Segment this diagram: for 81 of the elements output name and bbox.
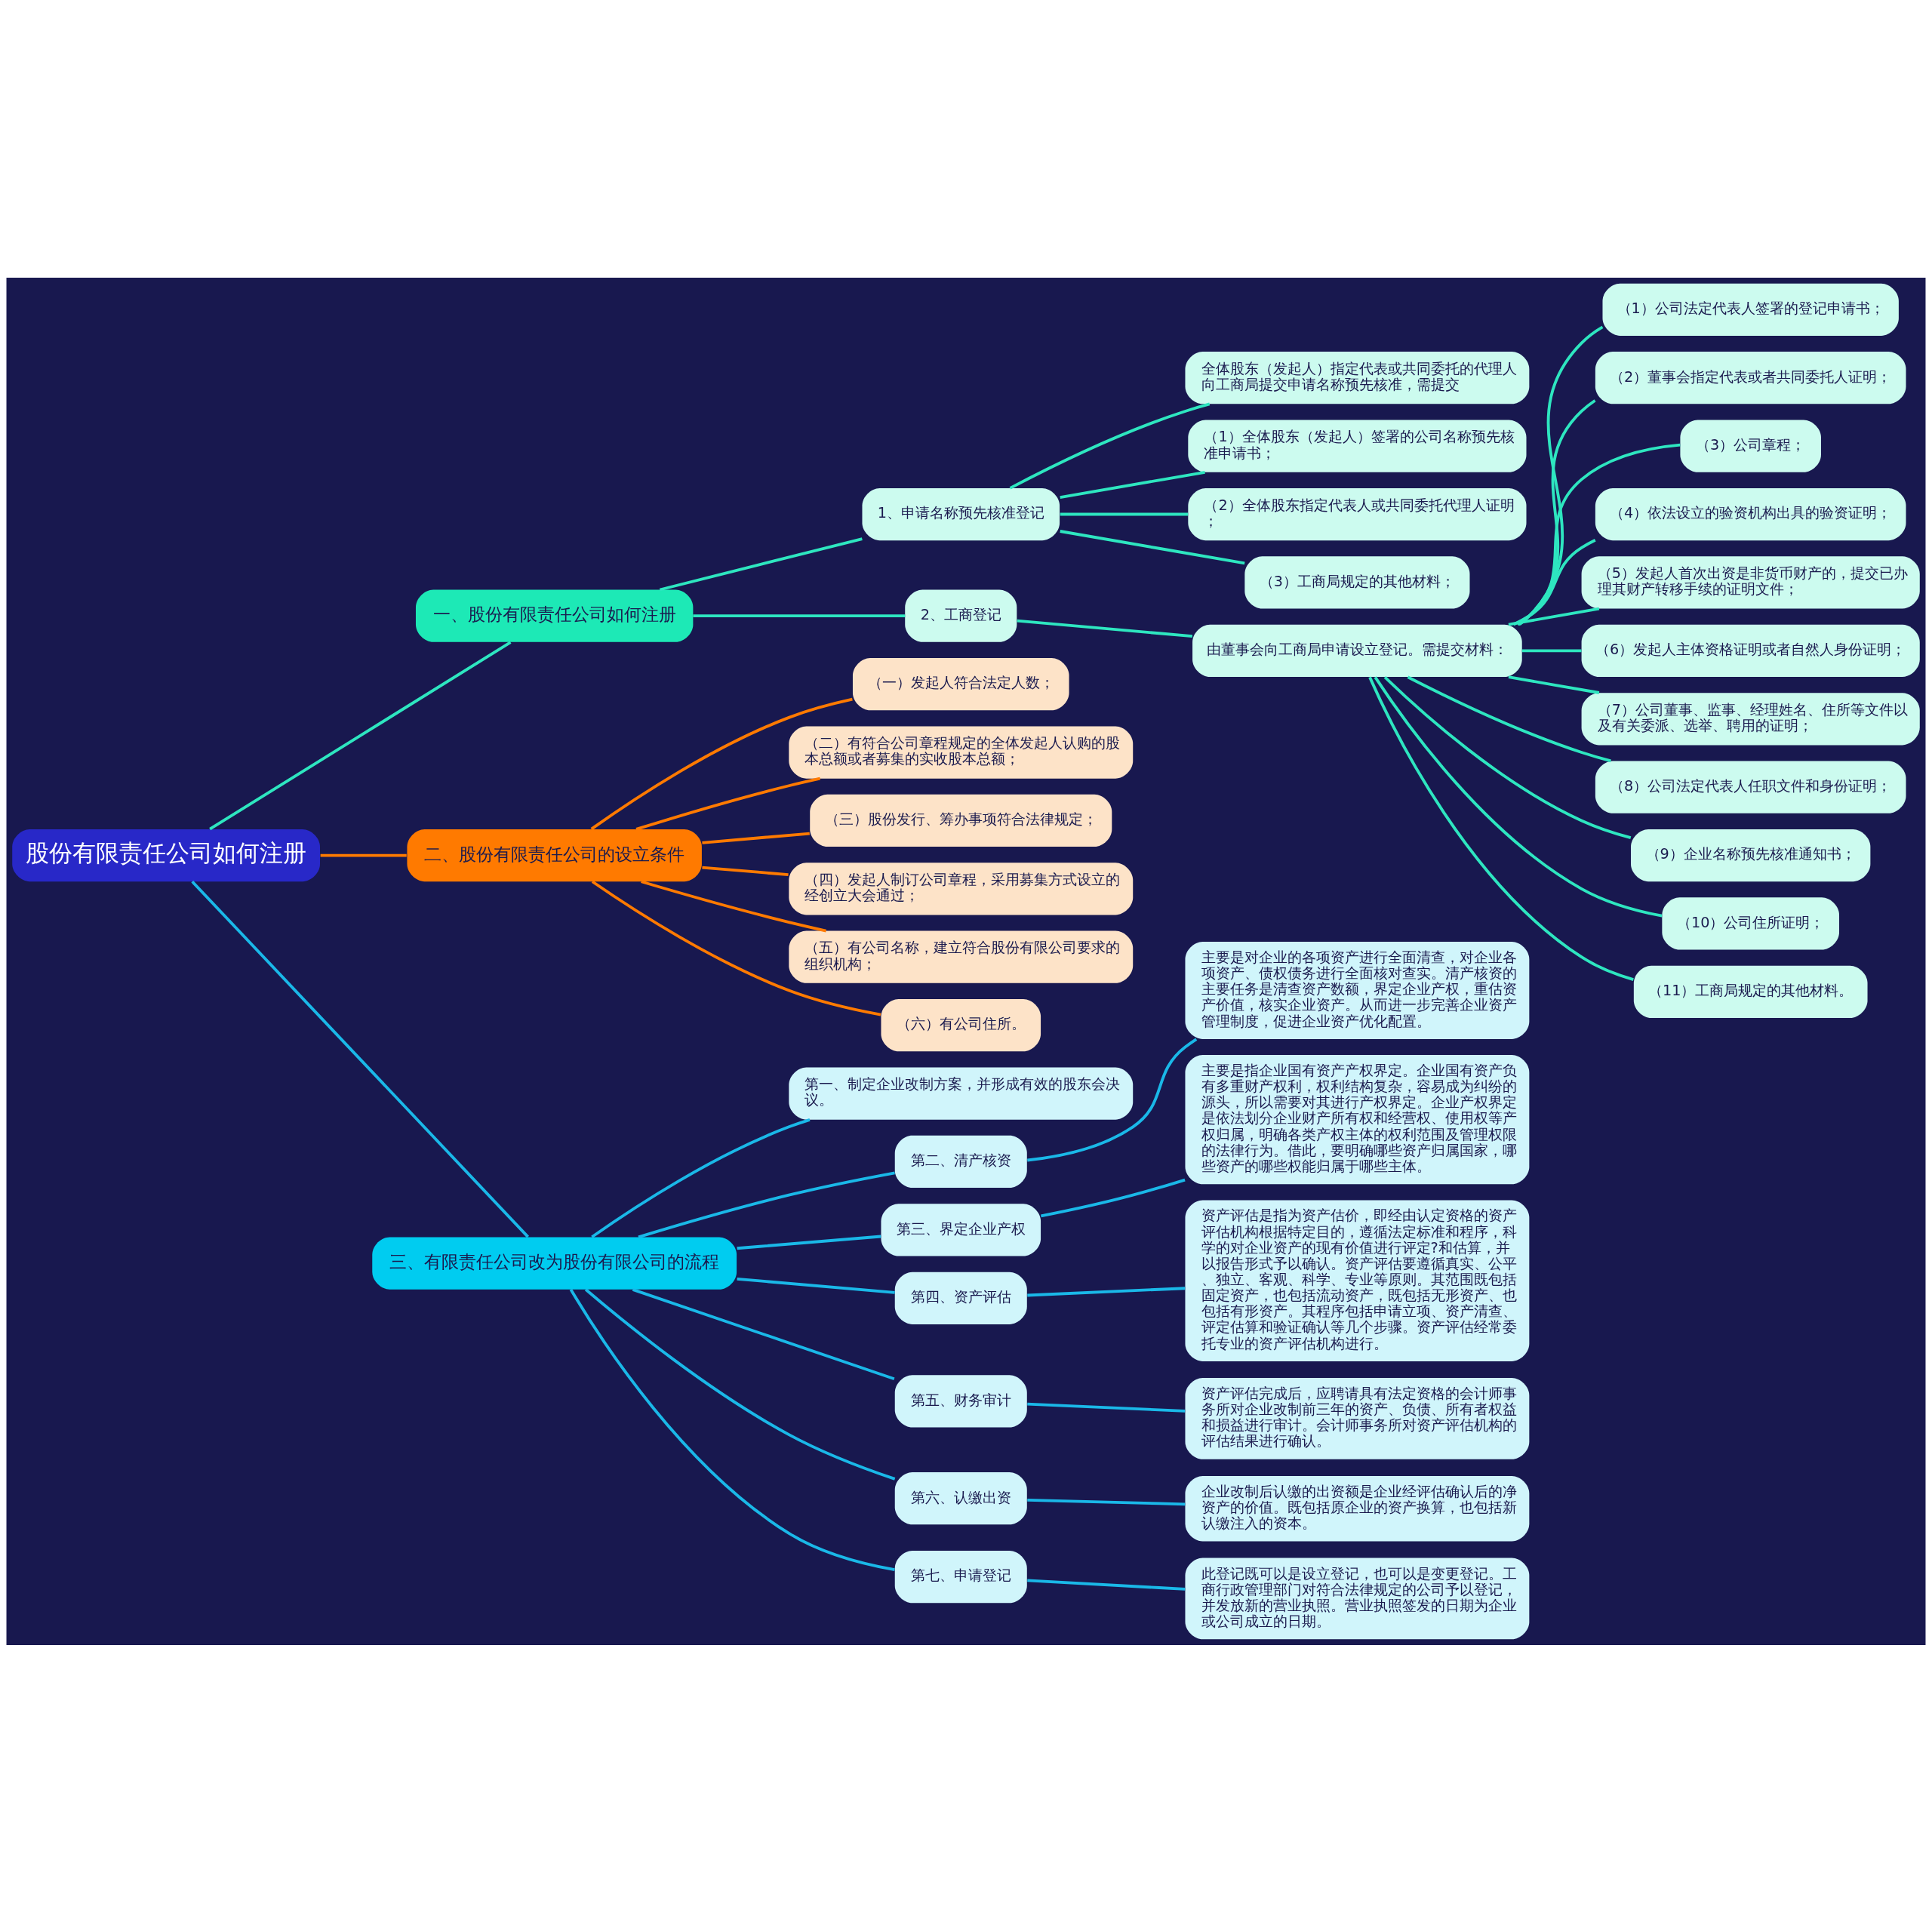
node-box: 2、工商登记 bbox=[905, 589, 1017, 642]
connector bbox=[1027, 1402, 1186, 1413]
node-box: 资产评估完成后，应聘请具有法定资格的会计师事务所对企业改制前三年的资产、负债、所有者权益和损益进行审计。会计师事务所对资产评估机构的评估结果进行确认。 bbox=[1185, 1377, 1530, 1459]
connector bbox=[209, 641, 512, 830]
node-box: 第六、认缴出资 bbox=[894, 1471, 1027, 1524]
connector bbox=[591, 1118, 811, 1238]
node-box: （1）全体股东（发起人）签署的公司名称预先核准申请书； bbox=[1188, 420, 1527, 472]
node-box: 二、股份有限责任公司的设立条件 bbox=[407, 829, 702, 881]
connector bbox=[693, 614, 906, 617]
connector bbox=[635, 776, 821, 831]
node-box: （9）企业名称预先核准通知书； bbox=[1631, 829, 1871, 881]
connector bbox=[191, 880, 530, 1238]
connector bbox=[1060, 512, 1189, 515]
connector bbox=[1521, 648, 1582, 652]
connector bbox=[1027, 1037, 1198, 1161]
node-box: （3）公司章程； bbox=[1680, 420, 1821, 472]
node-box: （四）发起人制订公司章程，采用募集方式设立的经创立大会通过； bbox=[789, 862, 1134, 915]
node-box: 第三、界定企业产权 bbox=[881, 1203, 1041, 1256]
connector bbox=[702, 832, 810, 844]
node-box: （六）有公司住所。 bbox=[881, 998, 1041, 1051]
node-box: （3）工商局规定的其他材料； bbox=[1244, 555, 1470, 609]
node-box: 企业改制后认缴的出资额是企业经评估确认后的净资产的价值。既包括原企业的资产换算，也包括新认缴注入的资本。 bbox=[1185, 1475, 1530, 1541]
connector bbox=[584, 1287, 896, 1481]
node-box: （6）发起人主体资格证明或者自然人身份证明； bbox=[1581, 624, 1920, 677]
node-box: 此登记既可以是设立登记，也可以是变更登记。工商行政管理部门对符合法律规定的公司予以登记，并发放新的营业执照。营业执照签发的日期为企业或公司成立的日期。 bbox=[1185, 1558, 1530, 1639]
node-box: 一、股份有限责任公司如何注册 bbox=[415, 589, 694, 642]
connector bbox=[591, 880, 881, 1016]
node-box: （五）有公司名称，建立符合股份有限公司要求的组织机构； bbox=[789, 930, 1134, 983]
node-box: 第一、制定企业改制方案，并形成有效的股东会决议。 bbox=[789, 1066, 1134, 1120]
node-box: 第五、财务审计 bbox=[894, 1374, 1027, 1427]
node-box: （二）有符合公司章程规定的全体发起人认购的股本总额或者募集的实收股本总额； bbox=[789, 725, 1134, 779]
node-box: 三、有限责任公司改为股份有限公司的流程 bbox=[372, 1237, 737, 1290]
node-box: 主要是指企业国有资产产权界定。企业国有资产负有多重财产权利，权利结构复杂，容易成为纠纷的源头，所以需要对其进行产权界定。企业产权界定是依法划分企业财产所有权和经营权、使用权等产权归属，明确各类产权主体的权利范围及管理权限的法律行为。借此，要明确哪些资产归属国家，哪些资产的哪些权能归属于哪些主体。 bbox=[1185, 1054, 1530, 1184]
node-box: 第二、清产核资 bbox=[894, 1135, 1027, 1188]
connector bbox=[569, 1288, 895, 1571]
node-box: 1、申请名称预先核准登记 bbox=[862, 487, 1060, 540]
node-box: 第四、资产评估 bbox=[894, 1272, 1027, 1324]
node-box: （2）董事会指定代表或者共同委托人证明； bbox=[1595, 351, 1906, 404]
connector bbox=[1374, 675, 1663, 918]
node-box: 资产评估是指为资产估价，即经由认定资格的资产评估机构根据特定目的，遵循法定标准和程序，科学的对企业资产的现有价值进行评定?和估算，并以报告形式予以确认。资产评估要遵循真实、公平、独立、客观、科学、专业等原则。其范围既包括固定资产，也包括流动资产，既包括无形资产、也包括有形资产。其程序包括申请立项、资产清查、评定估算和验证确认等几个步骤。资产评估经常委托专业的资产评估机构进行。 bbox=[1185, 1199, 1530, 1361]
connector bbox=[1518, 398, 1596, 626]
connector bbox=[1508, 675, 1600, 694]
node-box: 全体股东（发起人）指定代表或共同委托的代理人向工商局提交申请名称预先核准，需提交 bbox=[1185, 351, 1530, 404]
connector bbox=[632, 1287, 895, 1380]
connector bbox=[1508, 607, 1600, 626]
node-box: （4）依法设立的验资机构出具的验资证明； bbox=[1595, 487, 1906, 540]
connector bbox=[659, 537, 863, 591]
connector bbox=[737, 1235, 881, 1250]
connector bbox=[737, 1277, 895, 1294]
connector bbox=[1017, 619, 1193, 638]
connector bbox=[320, 853, 407, 856]
connector bbox=[1027, 1498, 1186, 1505]
connector bbox=[1027, 1578, 1186, 1591]
node-box: （一）发起人符合法定人数； bbox=[852, 657, 1069, 710]
node-box: （5）发起人首次出资是非货币财产的，提交已办理其财产转移手续的证明文件； bbox=[1581, 555, 1920, 609]
node-box: （8）公司法定代表人任职文件和身份证明； bbox=[1595, 761, 1906, 813]
node-box: （2）全体股东指定代表人或共同委托代理人证明； bbox=[1188, 487, 1527, 540]
connector bbox=[1516, 443, 1681, 626]
connector bbox=[702, 866, 789, 876]
node-box: （1）公司法定代表人签署的登记申请书； bbox=[1602, 283, 1899, 336]
node-box: （三）股份发行、筹办事项符合法律规定； bbox=[810, 794, 1112, 847]
connector bbox=[1060, 529, 1245, 564]
connector bbox=[590, 697, 853, 830]
node-box: 股份有限责任公司如何注册 bbox=[12, 829, 320, 881]
connector bbox=[1407, 675, 1611, 762]
node-box: （10）公司住所证明； bbox=[1662, 896, 1840, 950]
connector bbox=[1368, 676, 1634, 981]
node-box: （11）工商局规定的其他材料。 bbox=[1633, 965, 1868, 1018]
connector bbox=[1512, 538, 1596, 626]
connector bbox=[1060, 470, 1205, 499]
node-box: 主要是对企业的各项资产进行全面清查，对企业各项资产、债权债务进行全面核对查实。清产核资的主要任务是清查资产数额，界定企业产权，重估资产价值，核实企业资产。从而进一步完善企业资产管理制度，促进企业资产优化配置。 bbox=[1185, 941, 1530, 1039]
node-box: 由董事会向工商局申请设立登记。需提交材料： bbox=[1192, 624, 1522, 677]
connector bbox=[1027, 1286, 1186, 1296]
connector bbox=[1383, 675, 1632, 839]
connector bbox=[1040, 1178, 1186, 1217]
node-box: 第七、申请登记 bbox=[894, 1550, 1027, 1603]
connector bbox=[638, 1170, 895, 1238]
connector bbox=[641, 879, 827, 932]
node-box: （7）公司董事、监事、经理姓名、住所等文件以及有关委派、选举、聘用的证明； bbox=[1581, 692, 1920, 745]
connector bbox=[1518, 325, 1604, 626]
connector bbox=[1009, 402, 1211, 490]
